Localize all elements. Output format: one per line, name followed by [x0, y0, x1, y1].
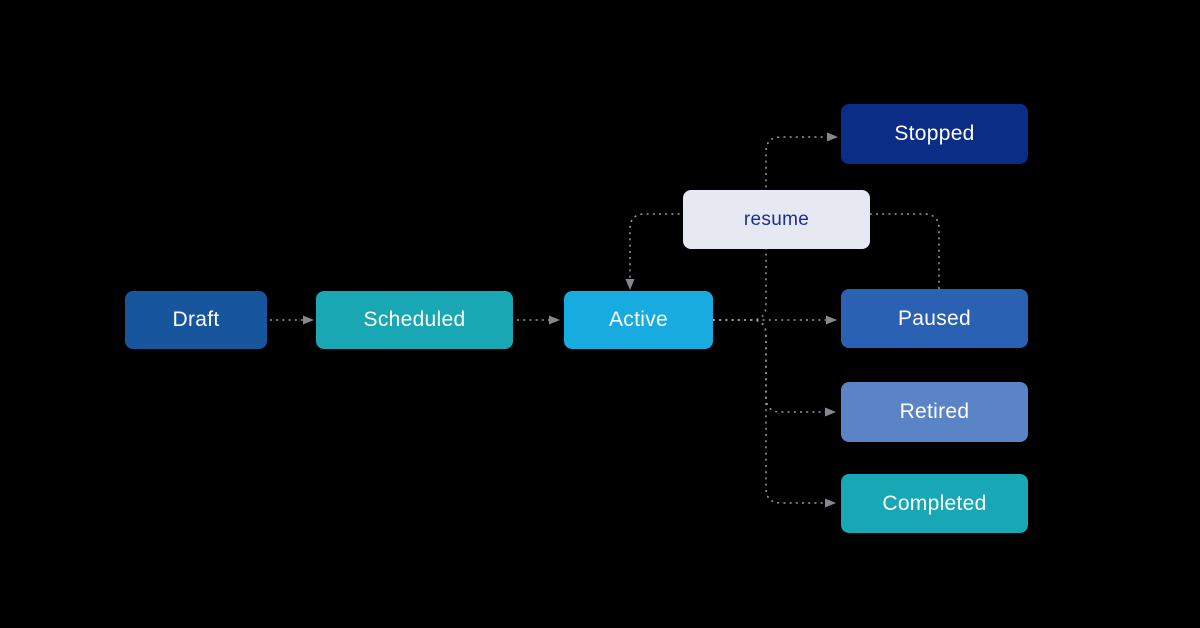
node-scheduled: Scheduled [316, 291, 513, 349]
node-completed-label: Completed [882, 491, 987, 515]
node-paused-label: Paused [897, 306, 972, 330]
edge-active-to-retired [713, 319, 825, 413]
arrowhead-active [549, 315, 560, 325]
edge-active-to-completed [713, 319, 825, 504]
node-stopped: Stopped [841, 104, 1028, 164]
arrowhead-retired [825, 407, 836, 417]
node-completed: Completed [841, 474, 1028, 533]
node-active: Active [564, 291, 713, 349]
arrowhead-completed [825, 498, 836, 508]
node-draft-label: Draft [172, 308, 220, 331]
node-paused: Paused [841, 289, 1028, 348]
arrowhead-scheduled [303, 315, 314, 325]
node-draft: Draft [125, 291, 267, 349]
arrowhead-stopped [827, 132, 838, 142]
arrowhead-active-top [625, 279, 635, 290]
node-retired-label: Retired [899, 400, 970, 423]
node-retired: Retired [841, 382, 1028, 442]
edge-label-resume: resume [683, 190, 870, 249]
arrowhead-paused [826, 315, 837, 325]
edge-label-resume-text: resume [743, 208, 810, 230]
node-stopped-label: Stopped [894, 122, 975, 145]
node-active-label: Active [609, 308, 668, 331]
edge-active-to-stopped [713, 136, 827, 321]
node-scheduled-label: Scheduled [363, 308, 466, 331]
